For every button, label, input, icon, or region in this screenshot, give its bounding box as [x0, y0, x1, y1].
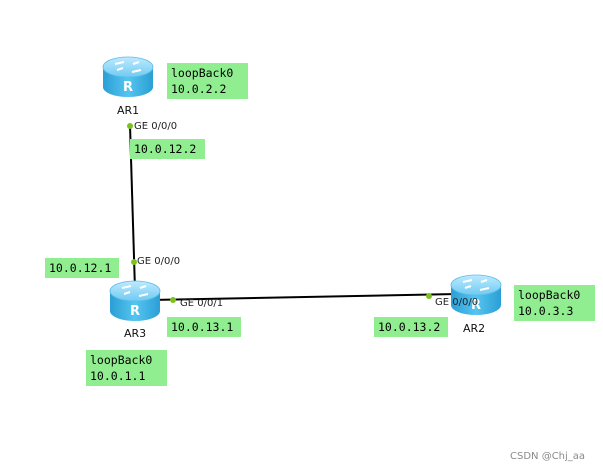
- watermark: CSDN @Chj_aa: [510, 451, 586, 462]
- ip-box-ar2-ge000: 10.0.13.2: [374, 317, 448, 337]
- loopback-ip: 10.0.1.1: [90, 369, 146, 383]
- port-dot-ar3-ge001: [170, 297, 176, 303]
- loopback-box-ar2: loopBack0 10.0.3.3: [514, 285, 595, 321]
- ip-box-ar3-ge000: 10.0.12.1: [45, 258, 119, 278]
- loopback-box-ar1: loopBack0 10.0.2.2: [167, 63, 248, 99]
- router-name-ar1: AR1: [117, 104, 140, 117]
- router-icon: R: [102, 56, 154, 97]
- port-dot-ar3-ge000: [131, 259, 137, 265]
- router-name-ar2: AR2: [463, 322, 486, 335]
- router-glyph: R: [130, 304, 140, 319]
- loopback-box-ar3: loopBack0 10.0.1.1: [86, 350, 167, 386]
- router-ar2[interactable]: R: [450, 274, 502, 315]
- link-ar3-ar2: [149, 293, 458, 301]
- port-label-ar3-ge000: GE 0/0/0: [137, 256, 181, 267]
- router-ar1[interactable]: R: [102, 56, 154, 97]
- router-glyph: R: [123, 80, 133, 95]
- loopback-ip: 10.0.2.2: [171, 82, 227, 96]
- ip-box-ar1-ge000: 10.0.12.2: [130, 139, 205, 159]
- router-icon: R: [109, 280, 161, 321]
- loopback-name: loopBack0: [171, 66, 234, 80]
- router-icon: R: [450, 274, 502, 315]
- ip-box-ar3-ge001: 10.0.13.1: [167, 317, 241, 337]
- router-ar3[interactable]: R: [109, 280, 161, 321]
- loopback-name: loopBack0: [518, 288, 581, 302]
- port-label-ar2-ge000: GE 0/0/0: [435, 297, 479, 308]
- router-name-ar3: AR3: [124, 327, 147, 340]
- router-glyph: R: [471, 298, 481, 313]
- loopback-name: loopBack0: [90, 353, 153, 367]
- loopback-ip: 10.0.3.3: [518, 304, 574, 318]
- port-label-ar1-ge000: GE 0/0/0: [134, 121, 178, 132]
- port-label-ar3-ge001: GE 0/0/1: [180, 298, 224, 309]
- port-dot-ar1-ge000: [127, 123, 133, 129]
- port-dot-ar2-ge000: [426, 293, 432, 299]
